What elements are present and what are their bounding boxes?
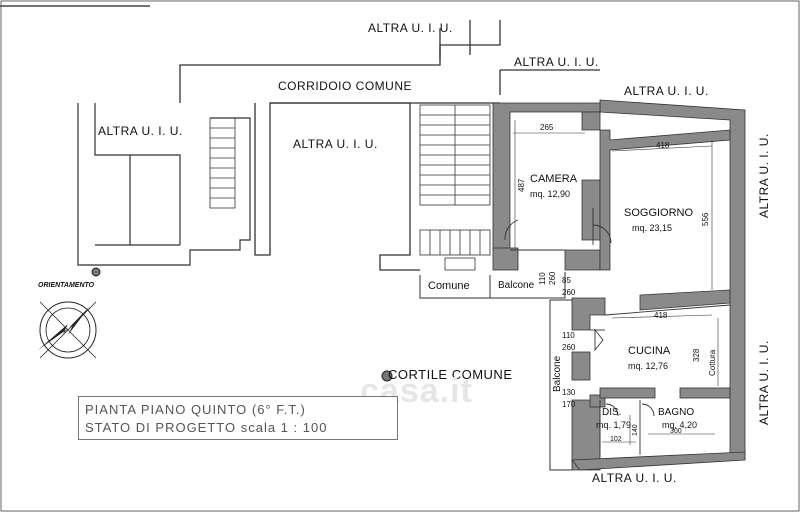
label-corridoio: CORRIDOIO COMUNE xyxy=(278,79,412,93)
dimension-lines xyxy=(513,120,719,445)
room-bagno-name: BAGNO xyxy=(658,407,695,418)
room-bagno-area: mq. 4,20 xyxy=(662,420,698,430)
label-orientamento: ORIENTAMENTO xyxy=(38,282,95,289)
room-camera-name: CAMERA xyxy=(530,173,578,185)
label-altra-top-right: ALTRA U. I. U. xyxy=(514,55,599,69)
left-staircase xyxy=(209,117,236,209)
room-soggiorno-name: SOGGIORNO xyxy=(624,207,694,219)
room-cucina-area: mq. 12,76 xyxy=(628,361,669,371)
label-altra-side-1: ALTRA U. I. U. xyxy=(757,133,771,218)
label-altra-left: ALTRA U. I. U. xyxy=(98,124,183,138)
dim-170: 170 xyxy=(562,400,576,409)
room-cucina-name: CUCINA xyxy=(628,345,671,357)
label-altra-top: ALTRA U. I. U. xyxy=(368,21,453,35)
dim-418b: 418 xyxy=(654,311,668,320)
label-altra-right-top: ALTRA U. I. U. xyxy=(624,84,709,98)
room-lines xyxy=(504,208,731,455)
dim-265: 265 xyxy=(540,123,554,132)
label-cortile: CORTILE COMUNE xyxy=(388,367,513,382)
compass-icon xyxy=(38,301,97,359)
room-camera-area: mq. 12,90 xyxy=(530,189,571,199)
dim-556: 556 xyxy=(701,212,710,226)
corridor-walls xyxy=(179,20,600,271)
dim-85: 85 xyxy=(562,276,571,285)
balconies xyxy=(419,272,572,471)
dim-418a: 418 xyxy=(656,141,670,150)
room-dis-area: mq. 1,79 xyxy=(596,420,632,430)
label-cottura: Cottura xyxy=(708,349,717,376)
dim-260a: 260 xyxy=(548,271,557,285)
dim-110a: 110 xyxy=(538,272,547,285)
dim-487: 487 xyxy=(517,178,526,192)
dim-300: 300 xyxy=(670,428,682,435)
label-altra-side-2: ALTRA U. I. U. xyxy=(757,340,771,425)
dim-102: 102 xyxy=(610,436,622,443)
apartment-walls xyxy=(492,99,746,471)
left-unit-outline xyxy=(77,103,251,266)
label-altra-bottom: ALTRA U. I. U. xyxy=(592,471,677,485)
title-block: PIANTA PIANO QUINTO (6° F.T.) STATO DI P… xyxy=(78,396,398,440)
dim-260c: 260 xyxy=(562,343,576,352)
marker-circle xyxy=(381,370,393,382)
dim-260b: 260 xyxy=(562,288,576,297)
title-line-2: STATO DI PROGETTO scala 1 : 100 xyxy=(85,420,328,435)
title-line-1: PIANTA PIANO QUINTO (6° F.T.) xyxy=(85,402,306,417)
dim-328: 328 xyxy=(692,348,701,362)
label-comune: Comune xyxy=(428,280,470,292)
marker-circle xyxy=(91,267,101,277)
room-soggiorno-area: mq. 23,15 xyxy=(632,223,673,233)
dim-110b: 110 xyxy=(562,331,575,340)
central-staircase xyxy=(419,104,491,271)
label-balcone-side: Balcone xyxy=(552,355,563,392)
label-balcone-top: Balcone xyxy=(498,280,535,291)
dim-140: 140 xyxy=(632,424,639,436)
label-altra-center: ALTRA U. I. U. xyxy=(293,137,378,151)
dim-130: 130 xyxy=(562,388,576,397)
room-dis-name: DIS. xyxy=(602,407,622,418)
